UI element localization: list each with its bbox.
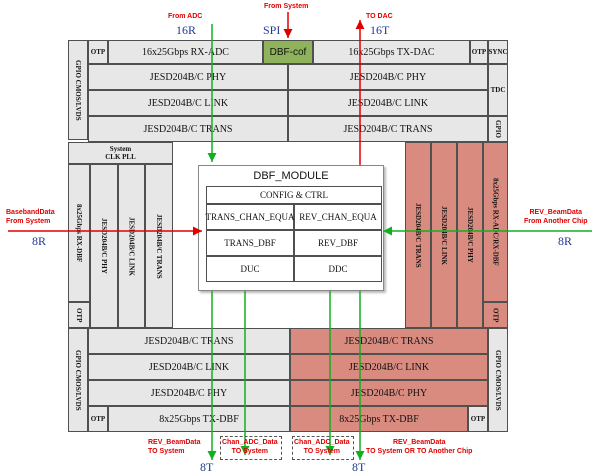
left-link: JESD204B/C LINK (118, 164, 145, 328)
top-gpio-right: GPIO (488, 116, 508, 142)
duc-block: DUC (206, 256, 294, 282)
bottom-right-link: JESD204B/C LINK (290, 354, 488, 380)
right-link: JESD204B/C LINK (431, 142, 457, 328)
bottom-left-trans: JESD204B/C TRANS (88, 328, 290, 354)
top-left-trans: JESD204B/C TRANS (88, 116, 288, 142)
n16r-label: 16R (176, 23, 197, 37)
bottom-otp-right: OTP (468, 406, 488, 432)
bottom-tx-dbf-left: 8x25Gbps TX-DBF (108, 406, 290, 432)
bottom-tx-dbf-right: 8x25Gbps TX-DBF (290, 406, 468, 432)
bottom-gpio-left: GPIO CMOS/LVDS (68, 328, 88, 432)
top-left-phy: JESD204B/C PHY (88, 64, 288, 90)
top-left-link: JESD204B/C LINK (88, 90, 288, 116)
bottom-left-link: JESD204B/C LINK (88, 354, 290, 380)
chan-adc-box-1 (220, 436, 282, 460)
tdc-block: TDC (488, 64, 508, 116)
left-rx-dbf: 8x25Gbps RX-DBF (68, 164, 90, 302)
n8t-right-label: 8T (352, 460, 366, 474)
from-system-label: From System (264, 3, 309, 10)
rev-beam-right-label: REV_BeamData From Another Chip (524, 209, 588, 225)
top-gpio-cmos-lvds: GPIO CMOS/LVDS (68, 40, 88, 140)
rev-beam-bottom-left-label: REV_BeamData TO System (148, 439, 201, 455)
rx-adc-block: 16x25Gbps RX-ADC (108, 40, 263, 64)
trans-dbf-block: TRANS_DBF (206, 230, 294, 256)
baseband-label: BasebandData From System (6, 209, 55, 225)
to-dac-label: TO DAC (366, 13, 393, 20)
n16t-label: 16T (370, 23, 390, 37)
rev-dbf-block: REV_DBF (294, 230, 382, 256)
top-otp-right: OTP (470, 40, 488, 64)
from-adc-label: From ADC (168, 13, 203, 20)
chan-adc-label-1: Chan_ADC_Data TO System (222, 439, 278, 455)
left-phy: JESD204B/C PHY (90, 164, 118, 328)
sync-block: SYNC (488, 40, 508, 64)
left-trans: JESD204B/C TRANS (145, 164, 173, 328)
system-clk-pll: System CLK PLL (68, 142, 173, 164)
top-right-trans: JESD204B/C TRANS (288, 116, 488, 142)
bottom-gpio-right: GPIO CMOS/LVDS (488, 328, 508, 432)
right-trans: JESD204B/C TRANS (405, 142, 431, 328)
chan-adc-label-2: Chan_ADC_Data TO System (294, 439, 350, 455)
right-otp: OTP (483, 302, 508, 328)
dbf-cof-block: DBF-cof (263, 40, 313, 64)
top-right-phy: JESD204B/C PHY (288, 64, 488, 90)
bottom-left-phy: JESD204B/C PHY (88, 380, 290, 406)
right-phy: JESD204B/C PHY (457, 142, 483, 328)
bottom-right-trans: JESD204B/C TRANS (290, 328, 488, 354)
rev-beam-bottom-right-label: REV_BeamData TO System OR TO Another Chi… (366, 439, 473, 455)
top-otp-left: OTP (88, 40, 108, 64)
top-right-link: JESD204B/C LINK (288, 90, 488, 116)
bottom-otp-left: OTP (88, 406, 108, 432)
n8t-left-label: 8T (200, 460, 214, 474)
left-otp: OTP (68, 302, 90, 328)
n8r-left-label: 8R (32, 234, 47, 248)
dbf-module-title: DBF_MODULE (200, 166, 382, 186)
spi-label: SPI (263, 23, 281, 37)
config-ctrl-block: CONFIG & CTRL (206, 186, 382, 204)
n8r-right-label: 8R (558, 234, 573, 248)
ddc-block: DDC (294, 256, 382, 282)
rev-chan-equa-block: REV_CHAN_EQUA (294, 204, 382, 230)
tx-dac-block: 16x25Gbps TX-DAC (313, 40, 470, 64)
trans-chan-equa-block: TRANS_CHAN_EQUA (206, 204, 295, 230)
bottom-right-phy: JESD204B/C PHY (290, 380, 488, 406)
right-rx-adc-dbf: 8x25Gbps RX-ADC/RX-DBF (483, 142, 508, 302)
chan-adc-box-2 (292, 436, 354, 460)
